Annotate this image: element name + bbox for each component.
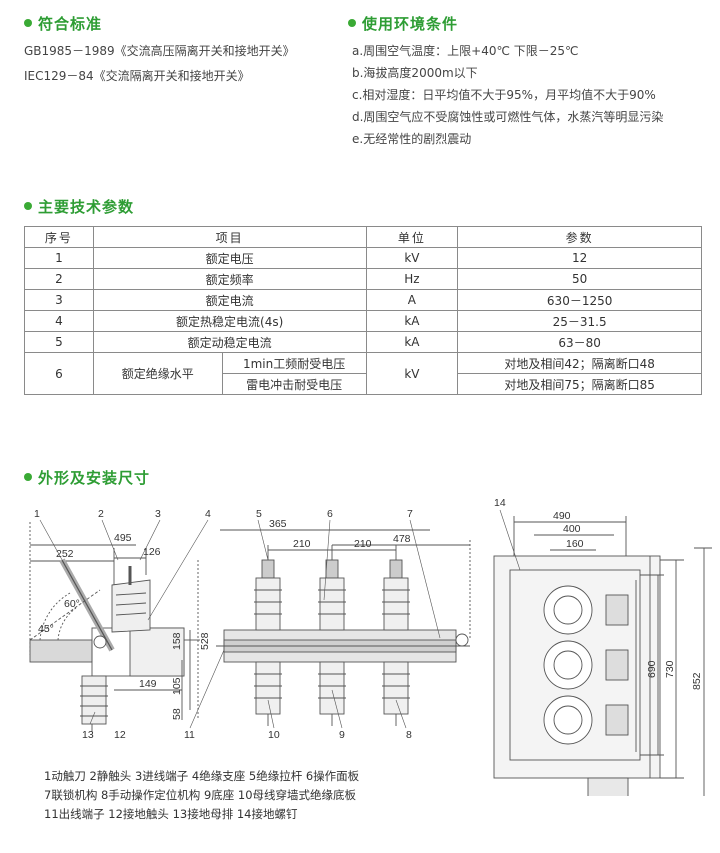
- callout-13: 13: [82, 729, 94, 741]
- callout-2: 2: [98, 508, 104, 520]
- dimension-drawing: 1 2 3 4 5 6 7 8 9 10 11 12 13 14 495 252…: [29, 497, 712, 796]
- table-row: 2 额定频率 Hz 50: [24, 268, 702, 290]
- drawing-title: 外形及安装尺寸: [24, 467, 150, 488]
- bullet-dot-icon: [24, 19, 32, 27]
- dim-158: 158: [171, 632, 183, 650]
- callout-3: 3: [155, 508, 161, 520]
- env-line-a: a.周围空气温度：上限+40℃ 下限－25℃: [352, 44, 579, 58]
- dim-45: 45°: [38, 623, 54, 635]
- dim-58: 58: [171, 708, 183, 720]
- dim-252: 252: [56, 548, 74, 560]
- header-item: 项目: [92, 226, 367, 248]
- legend-line-1: 1动触刀 2静触头 3进线端子 4绝缘支座 5绝缘拉杆 6操作面板: [44, 769, 360, 783]
- dim-490: 490: [553, 510, 571, 522]
- standards-title: 符合标准: [24, 13, 102, 34]
- params-title: 主要技术参数: [24, 196, 134, 217]
- dim-528: 528: [199, 632, 211, 650]
- table-row: 4 额定热稳定电流(4s) kA 25－31.5: [24, 310, 702, 332]
- dim-690: 690: [646, 660, 658, 678]
- header-no: 序号: [24, 226, 94, 248]
- env-line-d: d.周围空气应不受腐蚀性或可燃性气体，水蒸汽等明显污染: [352, 110, 664, 124]
- callout-14: 14: [494, 497, 506, 509]
- env-line-b: b.海拔高度2000m以下: [352, 66, 478, 80]
- bullet-dot-icon: [24, 473, 32, 481]
- front-view: [189, 519, 471, 729]
- dim-160: 160: [566, 538, 584, 550]
- dim-60: 60°: [64, 598, 80, 610]
- spec-table: 序号 项目 单位 参数 1 额定电压 kV 12 2 额定频率 Hz 50 3 …: [24, 226, 702, 395]
- callout-5: 5: [256, 508, 262, 520]
- callout-4: 4: [205, 508, 211, 520]
- header-value: 参数: [457, 226, 702, 248]
- dim-105: 105: [171, 677, 183, 695]
- dim-210b: 210: [354, 538, 372, 550]
- top-view: [493, 509, 712, 796]
- legend-line-3: 11出线端子 12接地触头 13接地母排 14接地螺钉: [44, 807, 298, 821]
- callout-12: 12: [114, 729, 126, 741]
- dim-365: 365: [269, 518, 287, 530]
- bullet-dot-icon: [348, 19, 356, 27]
- table-row: 雷电冲击耐受电压 对地及相间75；隔离断口85: [25, 373, 702, 395]
- callout-9: 9: [339, 729, 345, 741]
- bullet-dot-icon: [24, 202, 32, 210]
- header-unit: 单位: [365, 226, 459, 248]
- table-row: 6 额定绝缘水平 1min工频耐受电压 kV 对地及相间42；隔离断口48: [24, 352, 702, 395]
- callout-11: 11: [184, 729, 195, 741]
- callout-10: 10: [268, 729, 280, 741]
- callout-1: 1: [34, 508, 40, 520]
- dim-730: 730: [664, 660, 676, 678]
- table-row: 1 额定电压 kV 12: [24, 247, 702, 269]
- environment-title: 使用环境条件: [348, 13, 458, 34]
- callout-6: 6: [327, 508, 333, 520]
- table-header-row: 序号 项目 单位 参数: [24, 226, 702, 248]
- table-row: 5 额定动稳定电流 kA 63－80: [24, 331, 702, 353]
- callout-8: 8: [406, 729, 412, 741]
- dim-400: 400: [563, 523, 581, 535]
- dim-478: 478: [393, 533, 411, 545]
- table-row: 3 额定电流 A 630－1250: [24, 289, 702, 311]
- legend-line-2: 7联锁机构 8手动操作定位机构 9底座 10母线穿墙式绝缘底板: [44, 788, 357, 802]
- env-line-e: e.无经常性的剧烈震动: [352, 132, 472, 146]
- standard-line-2: IEC129－84《交流隔离开关和接地开关》: [24, 69, 250, 83]
- env-line-c: c.相对湿度：日平均值不大于95%，月平均值不大于90%: [352, 88, 656, 102]
- dim-210a: 210: [293, 538, 311, 550]
- dim-495: 495: [114, 532, 132, 544]
- standard-line-1: GB1985－1989《交流高压隔离开关和接地开关》: [24, 44, 295, 58]
- side-view: [29, 519, 209, 732]
- dim-149: 149: [139, 678, 157, 690]
- dim-852: 852: [691, 672, 703, 690]
- callout-7: 7: [407, 508, 413, 520]
- dim-126: 126: [143, 546, 161, 558]
